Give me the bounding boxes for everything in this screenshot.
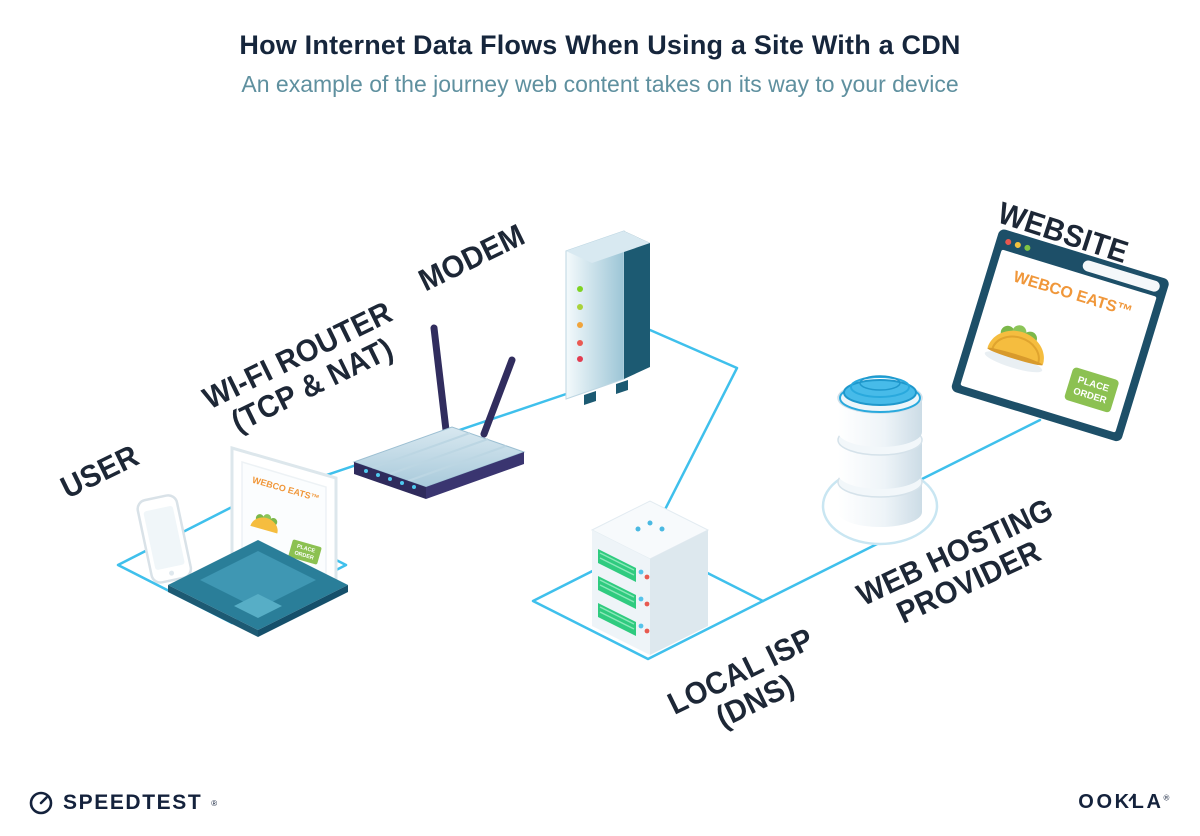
database-data-rings [839,375,921,413]
link-modem-isp [646,328,739,545]
laptop-screen-button: PLACE ORDER [288,539,322,565]
svg-text:PLACE: PLACE [296,544,316,555]
modem-device [565,230,650,405]
hosting-database [821,375,939,546]
router-antenna-right [480,356,516,438]
ookla-wordmark: OOKLA [1078,791,1164,813]
laptop: WEBCO EATS™ PLACE ORDER [168,446,348,637]
router-leds [364,469,416,489]
wifi-router [352,324,526,499]
router-body-side [426,452,524,499]
server-drive-bays [598,549,650,636]
page-title: How Internet Data Flows When Using a Sit… [239,30,961,60]
modem-top [566,231,650,263]
ookla-trademark: ® [1163,793,1172,803]
browser-url-bar [1082,260,1160,292]
page-subtitle: An example of the journey web content ta… [241,71,959,97]
svg-text:ORDER: ORDER [294,550,315,561]
link-hosting-website [918,418,1042,482]
ookla-logo: OOKLA® [1078,791,1172,814]
laptop-screen-taco [250,514,278,534]
smartphone [136,494,193,584]
link-isp-hosting [761,542,879,603]
server-side [650,530,708,655]
laptop-keyboard [200,551,316,609]
browser-chrome-dots [1005,239,1031,251]
router-antenna-left [430,324,450,434]
speedtest-gauge-icon [29,791,53,815]
header: How Internet Data Flows When Using a Sit… [0,30,1200,98]
taco-illustration [984,325,1044,373]
server-top-leds [635,520,665,532]
place-order-button[interactable]: PLACE ORDER [1064,367,1120,414]
laptop-trackpad [234,594,282,618]
speedtest-logo: SPEEDTEST ® [28,790,217,816]
modem-leds [577,286,583,362]
modem-side [624,231,650,379]
website-window: WEBCO EATS™ PLACE ORDER [951,229,1169,442]
isp-server [590,500,710,655]
speedtest-trademark: ® [211,798,218,808]
speedtest-wordmark: SPEEDTEST [63,791,203,814]
user-devices: WEBCO EATS™ PLACE ORDER [136,446,348,637]
